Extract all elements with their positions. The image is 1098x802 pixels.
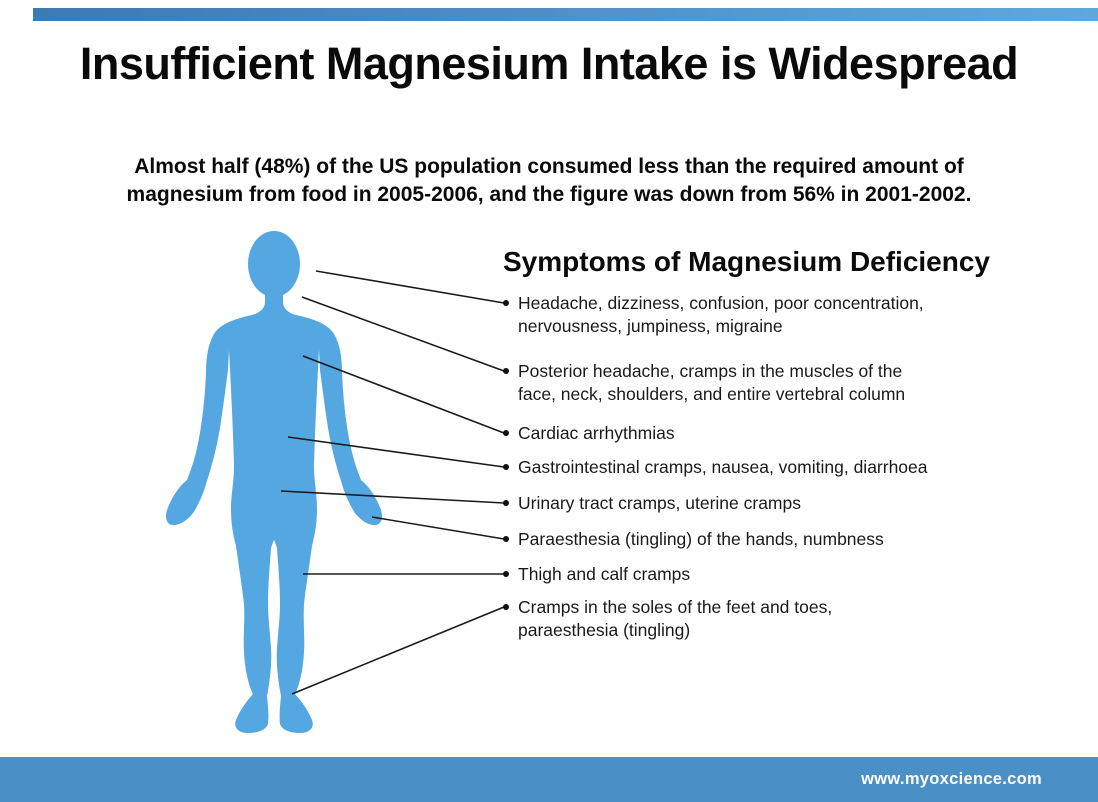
symptom-label: Gastrointestinal cramps, nausea, vomitin… — [518, 457, 928, 477]
symptom-item: Thigh and calf cramps — [503, 563, 1048, 586]
subtitle-text: Almost half (48%) of the US population c… — [126, 155, 972, 206]
symptom-label: Headache, dizziness, confusion, poor con… — [518, 293, 924, 336]
bullet-dot-icon — [503, 368, 509, 374]
connector-line-hand — [371, 516, 505, 540]
bullet-dot-icon — [503, 430, 509, 436]
symptom-item: Paraesthesia (tingling) of the hands, nu… — [503, 528, 1048, 551]
symptom-label: Posterior headache, cramps in the muscle… — [518, 361, 906, 404]
bullet-dot-icon — [503, 571, 509, 577]
footer-website: www.myoxcience.com — [861, 770, 1042, 788]
symptom-label: Urinary tract cramps, uterine cramps — [518, 493, 801, 513]
symptom-label: Cramps in the soles of the feet and toes… — [518, 597, 833, 640]
bullet-dot-icon — [503, 464, 509, 470]
symptom-item: Urinary tract cramps, uterine cramps — [503, 492, 1048, 515]
symptoms-heading: Symptoms of Magnesium Deficiency — [503, 246, 991, 277]
symptom-label: Paraesthesia (tingling) of the hands, nu… — [518, 529, 884, 549]
bullet-dot-icon — [503, 300, 509, 306]
symptom-item: Cardiac arrhythmias — [503, 422, 1048, 445]
bullet-dot-icon — [503, 500, 509, 506]
human-body-silhouette-icon — [166, 231, 382, 733]
footer-bar: www.myoxcience.com — [0, 757, 1098, 802]
symptom-label: Thigh and calf cramps — [518, 564, 691, 584]
symptom-item: Posterior headache, cramps in the muscle… — [503, 360, 1048, 406]
symptom-item: Headache, dizziness, confusion, poor con… — [503, 292, 1048, 338]
bullet-dot-icon — [503, 536, 509, 542]
symptom-label: Cardiac arrhythmias — [518, 423, 675, 443]
body-head — [248, 231, 300, 297]
symptom-item: Cramps in the soles of the feet and toes… — [503, 596, 1048, 642]
page-title: Insufficient Magnesium Intake is Widespr… — [79, 38, 1019, 89]
body-torso-limbs — [166, 278, 382, 733]
symptom-item: Gastrointestinal cramps, nausea, vomitin… — [503, 456, 1048, 479]
bullet-dot-icon — [503, 604, 509, 610]
top-accent-bar — [33, 8, 1098, 21]
